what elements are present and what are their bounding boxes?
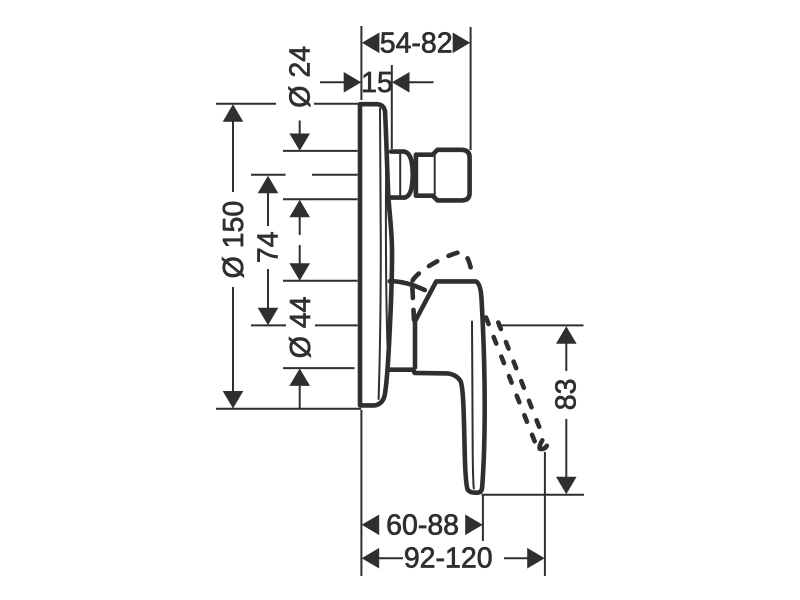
svg-text:54-82: 54-82 [380,27,453,59]
svg-text:92-120: 92-120 [404,543,493,575]
svg-text:Ø 24: Ø 24 [284,46,316,108]
svg-text:Ø 44: Ø 44 [285,296,317,358]
svg-text:74: 74 [252,231,284,263]
svg-text:60-88: 60-88 [386,510,459,542]
svg-text:83: 83 [551,379,583,411]
svg-text:Ø 150: Ø 150 [218,201,250,279]
svg-text:15: 15 [361,67,393,99]
